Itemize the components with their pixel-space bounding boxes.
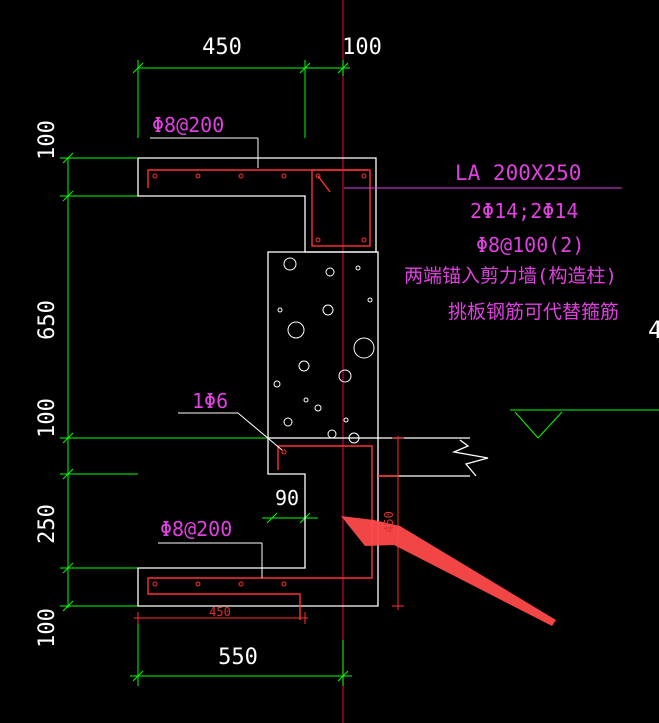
dim-left-100-bottom: 100 xyxy=(35,608,60,648)
leader-lines xyxy=(150,137,283,578)
beam-stirrup: Φ8@100(2) xyxy=(476,233,584,257)
dim-right-450: 450 xyxy=(382,511,396,533)
note-anchor: 两端锚入剪力墙(构造柱) xyxy=(404,265,617,287)
rebar-dots xyxy=(152,173,367,587)
dim-left-250: 250 xyxy=(35,504,60,544)
dim-left-100-top: 100 xyxy=(35,120,60,160)
dim-top-100: 100 xyxy=(342,35,382,60)
dim-gap-90: 90 xyxy=(275,486,299,510)
label-bottom-rebar: Φ8@200 xyxy=(160,517,232,541)
red-dimensions xyxy=(134,436,404,624)
dim-bottom-550: 550 xyxy=(218,645,258,670)
edge-number: 4 xyxy=(648,316,659,344)
dim-top-450: 450 xyxy=(202,35,242,60)
beam-main-bars: 2Φ14;2Φ14 xyxy=(470,199,578,223)
dimension-lines xyxy=(60,60,659,686)
dim-bottom-450: 450 xyxy=(209,605,231,619)
rebar xyxy=(147,169,398,620)
beam-name: LA 200X250 xyxy=(455,161,581,185)
label-1phi6: 1Φ6 xyxy=(192,389,228,413)
concrete-texture xyxy=(273,257,375,444)
dim-left-100-mid: 100 xyxy=(35,398,60,438)
dim-left-650: 650 xyxy=(35,300,60,340)
note-replace: 挑板钢筋可代替箍筋 xyxy=(448,301,619,323)
label-top-rebar: Φ8@200 xyxy=(152,113,224,137)
pointer-arrow xyxy=(341,516,556,626)
